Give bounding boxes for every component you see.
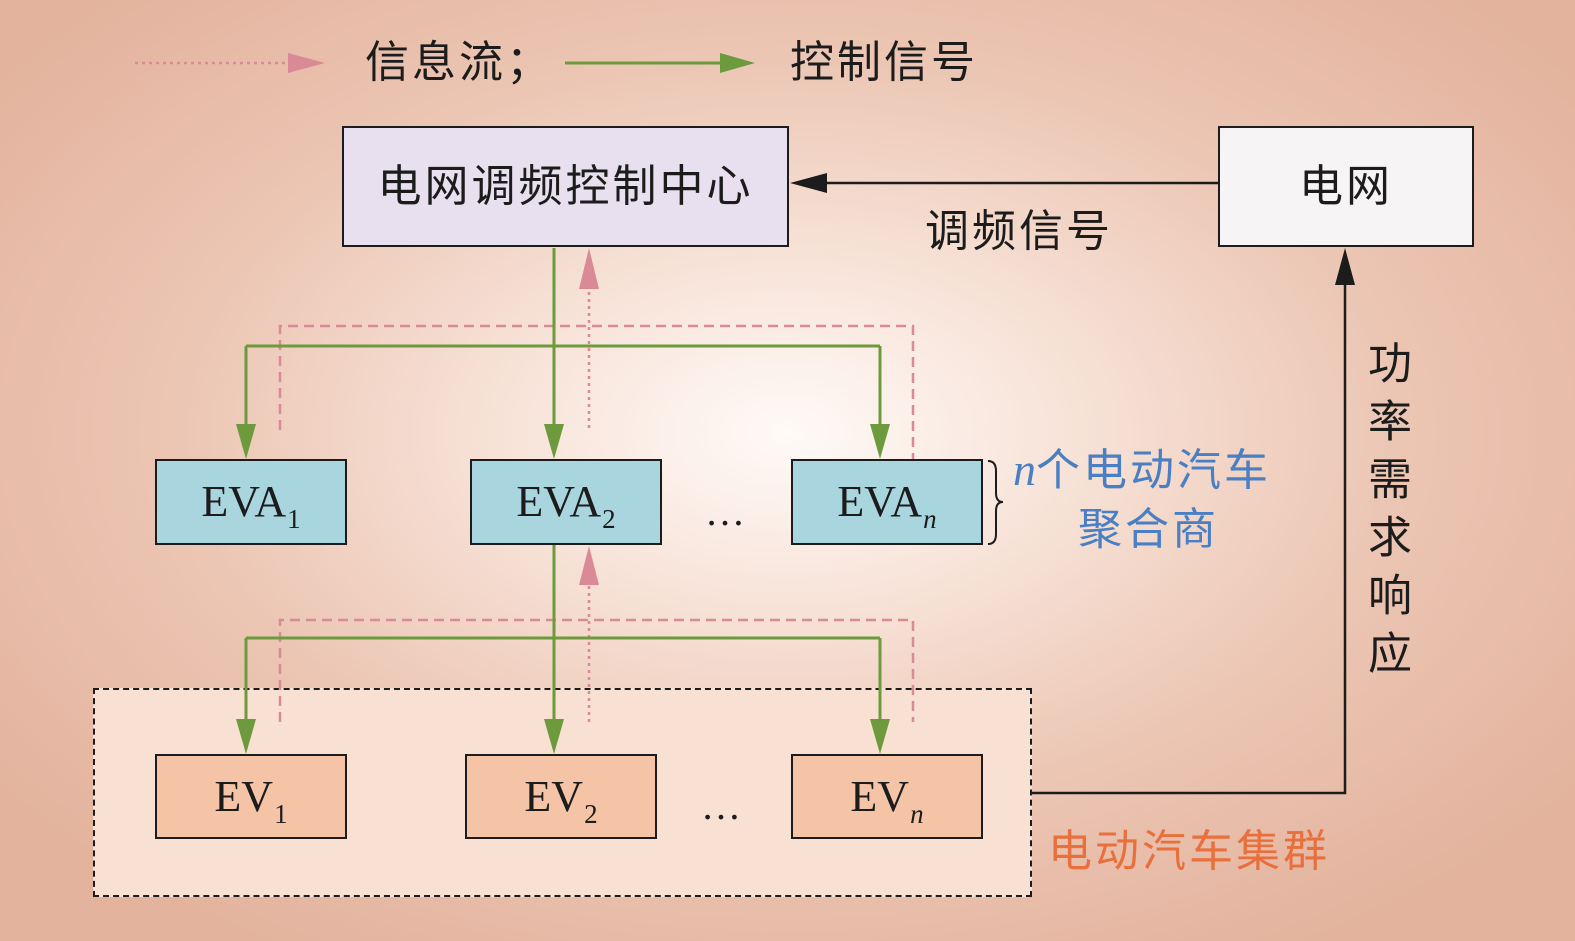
ev-label-n-base: EV: [850, 771, 910, 821]
frequency-signal-label: 调频信号: [925, 206, 1113, 257]
ev-label-1-sub: 1: [274, 798, 288, 829]
eva-label-1: EVA1: [201, 477, 300, 533]
power-demand-response-label: 功率需求响应: [1360, 340, 1411, 688]
ev-box-1: EV1: [155, 754, 347, 839]
control-arrowhead-eva2: [544, 424, 564, 459]
eva-box-2: EVA2: [470, 459, 662, 545]
eva-label-2-base: EVA: [516, 477, 602, 526]
aggregator-label-line1: n个电动汽车: [1013, 445, 1271, 496]
control-arrowhead-evan: [870, 424, 890, 459]
ev-label-2: EV2: [524, 771, 597, 827]
frequency-signal-arrowhead: [790, 173, 827, 193]
eva-label-n-base: EVA: [837, 477, 923, 526]
control-arrowhead-ev2: [544, 719, 564, 754]
ev-box-n: EVn: [791, 754, 983, 839]
info-flow-ev-bus: [278, 618, 915, 722]
power-grid-box: 电网: [1218, 126, 1474, 247]
legend-control-signal-label: 控制信号: [790, 37, 978, 88]
control-ev-bus: [244, 636, 882, 721]
control-arrowhead-ev1: [236, 719, 256, 754]
aggregator-label-var: n: [1013, 444, 1036, 495]
control-eva-bus: [244, 344, 882, 426]
power-grid-label: 电网: [1299, 160, 1393, 212]
ev-cluster-label: 电动汽车集群: [1048, 826, 1330, 877]
power-demand-response-line: [1032, 284, 1347, 795]
info-flow-eva2-arrowhead: [579, 546, 599, 585]
aggregator-brace: [987, 460, 1004, 545]
ev-label-n-sub: n: [910, 798, 924, 829]
ev-ellipsis: …: [701, 783, 741, 828]
eva-box-1: EVA1: [155, 459, 347, 545]
eva-ellipsis: …: [705, 489, 745, 534]
legend-info-flow-arrowhead: [288, 53, 325, 73]
eva-label-n: EVAn: [837, 477, 936, 533]
eva-box-n: EVAn: [791, 459, 983, 545]
eva-label-2-sub: 2: [602, 504, 616, 534]
eva-label-1-sub: 1: [287, 504, 301, 534]
ev-label-2-sub: 2: [584, 798, 598, 829]
ev-label-2-base: EV: [524, 771, 584, 821]
info-flow-eva-bus: [278, 324, 915, 460]
ev-label-n: EVn: [850, 771, 923, 827]
frequency-control-center-label: 电网调频控制中心: [377, 160, 754, 212]
power-demand-response-arrowhead: [1335, 248, 1355, 285]
eva-label-n-sub: n: [923, 504, 937, 534]
eva-label-1-base: EVA: [201, 477, 287, 526]
ev-label-1: EV1: [214, 771, 287, 827]
frequency-control-center-box: 电网调频控制中心: [342, 126, 789, 247]
info-flow-center-arrowhead: [579, 248, 599, 289]
legend-control-signal-arrowhead: [720, 53, 755, 73]
legend-info-flow-label: 信息流；: [365, 37, 553, 88]
ev-box-2: EV2: [465, 754, 657, 839]
ev-label-1-base: EV: [214, 771, 274, 821]
eva-label-2: EVA2: [516, 477, 615, 533]
aggregator-label-line2: 聚合商: [1078, 504, 1219, 555]
control-arrowhead-evn: [870, 719, 890, 754]
control-arrowhead-eva1: [236, 424, 256, 459]
aggregator-label-text: 个电动汽车: [1036, 445, 1271, 496]
